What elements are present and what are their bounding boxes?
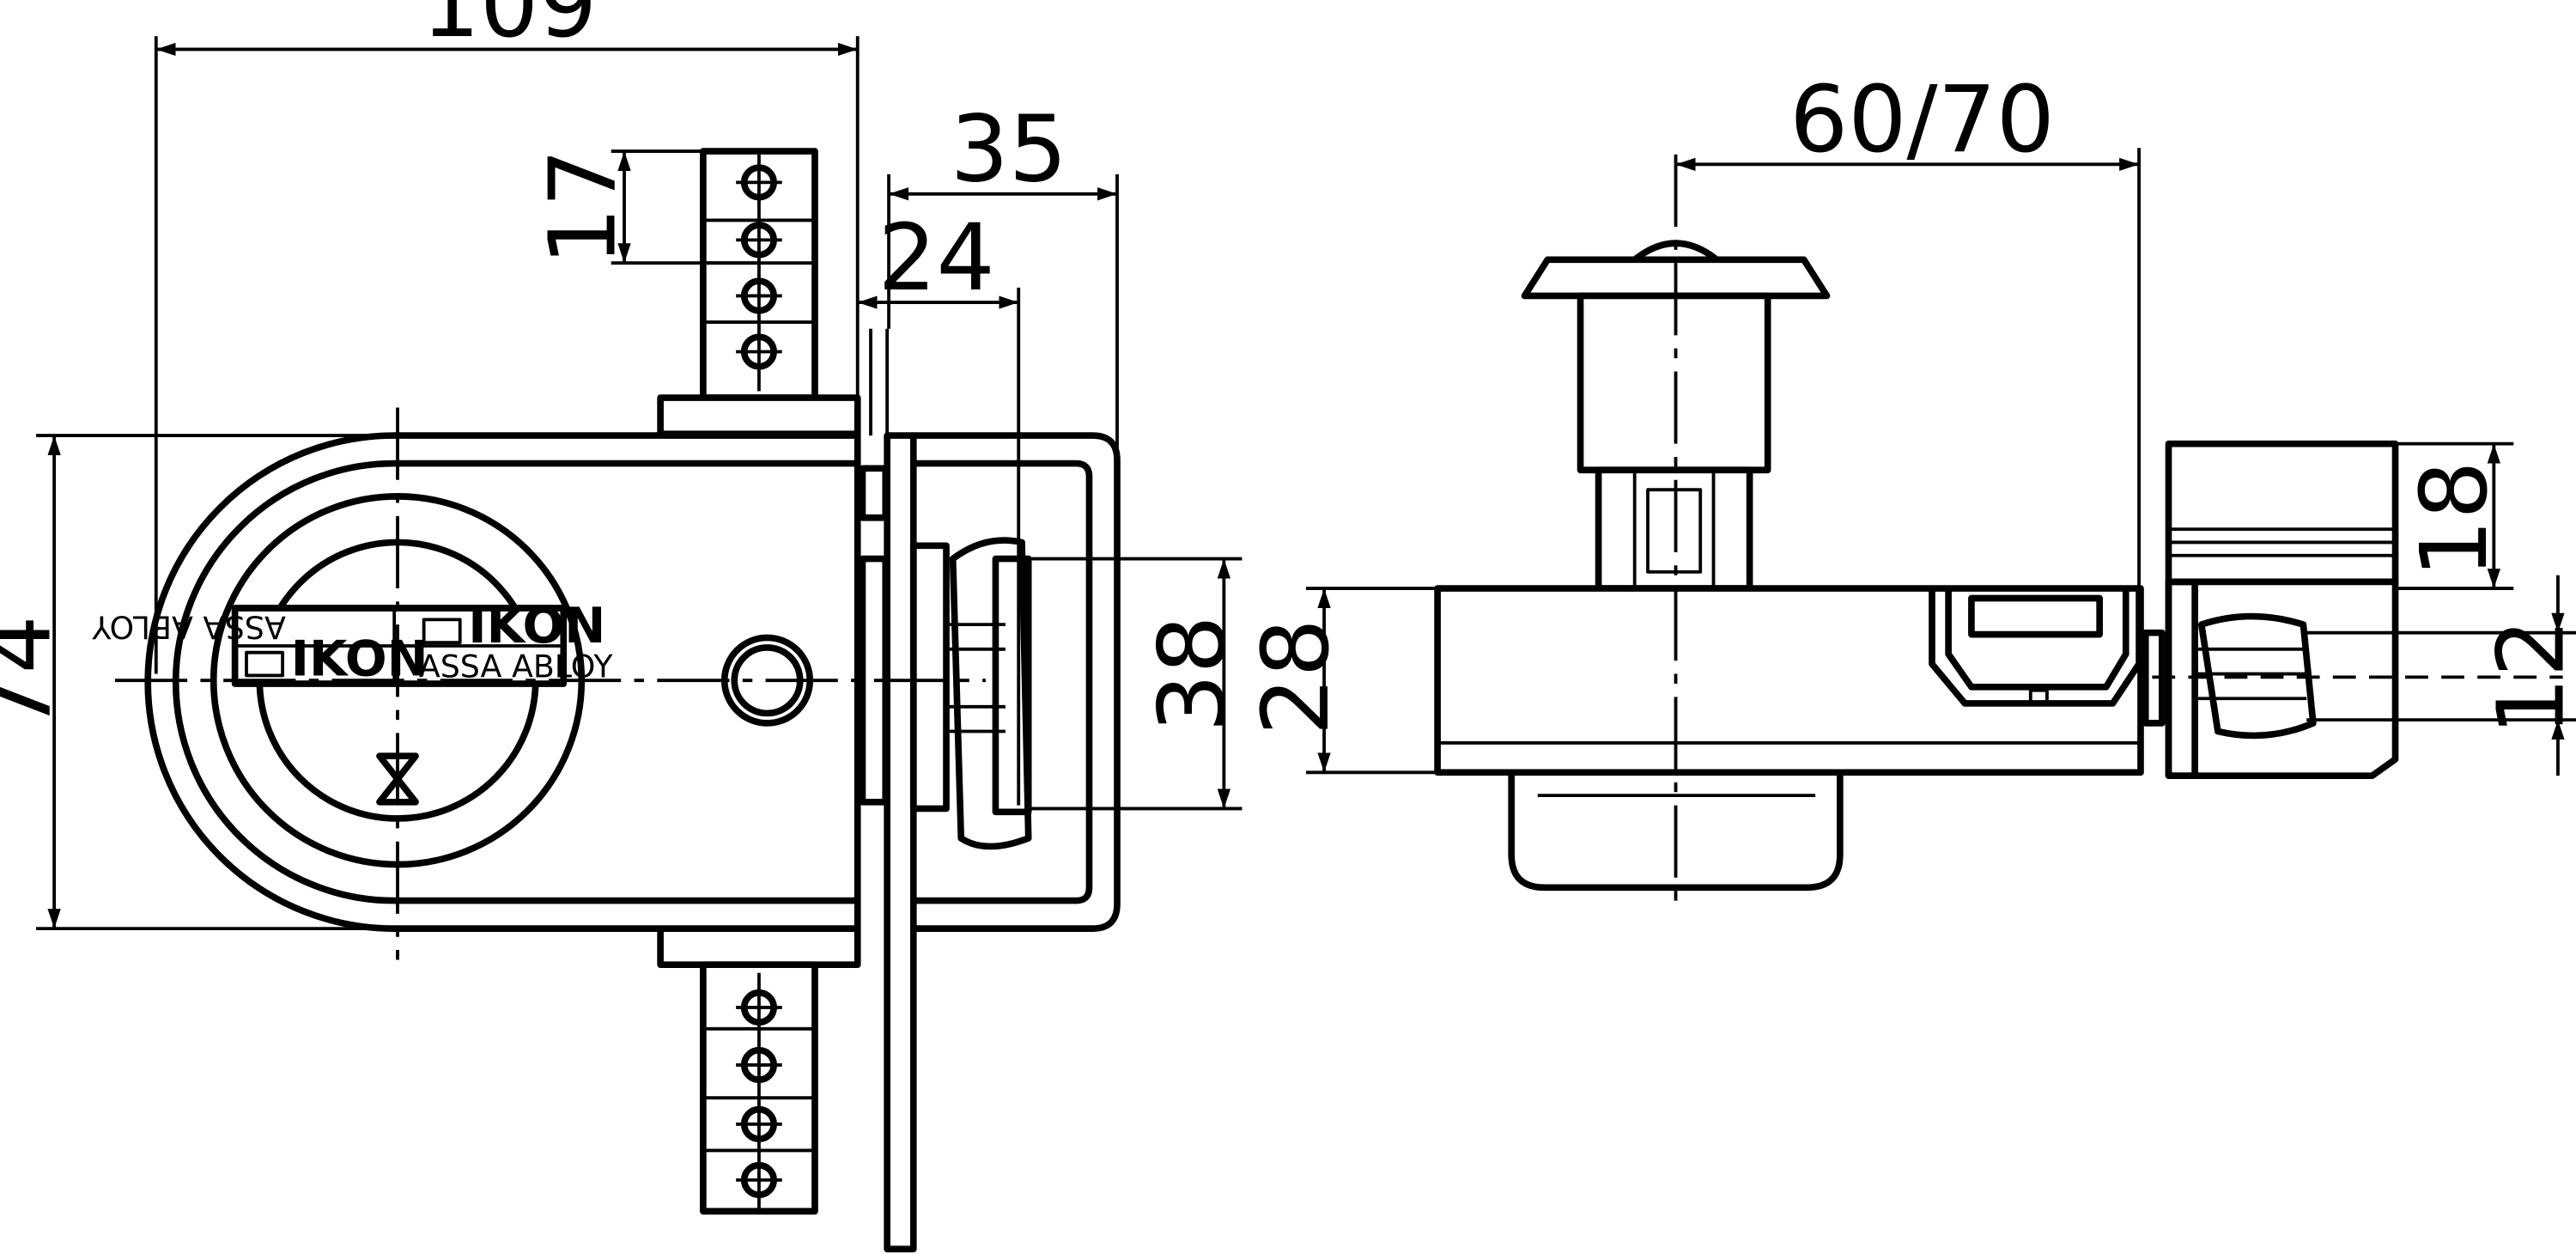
brand-text-right: IKON bbox=[468, 597, 605, 654]
dim-label-109: 109 bbox=[422, 0, 597, 58]
side-view: 60/70 28 18 12 bbox=[1243, 67, 2576, 904]
dim-24: 24 bbox=[857, 205, 1021, 806]
front-view: IKON IKON ASSA ABLOY ASSA ABLOY bbox=[0, 0, 1246, 1253]
dim-label-38: 38 bbox=[1139, 615, 1246, 732]
upper-mounting-plate bbox=[657, 148, 861, 437]
brand-text-left: IKON bbox=[291, 630, 428, 687]
dim-label-35: 35 bbox=[951, 96, 1067, 203]
dim-label-17: 17 bbox=[531, 149, 637, 265]
dim-label-28: 28 bbox=[1243, 618, 1350, 735]
dim-74: 74 bbox=[0, 434, 395, 931]
dim-label-12: 12 bbox=[2479, 618, 2576, 735]
dim-28: 28 bbox=[1243, 587, 1438, 775]
dim-12: 12 bbox=[2306, 575, 2576, 776]
lower-mounting-plate bbox=[657, 925, 861, 1215]
dim-label-60-70: 60/70 bbox=[1789, 67, 2055, 173]
keeper-side bbox=[2142, 440, 2399, 779]
dim-label-74: 74 bbox=[0, 615, 71, 732]
dim-109: 109 bbox=[154, 0, 860, 674]
dim-35: 35 bbox=[887, 96, 1119, 453]
side-body bbox=[1434, 585, 2144, 776]
dim-label-24: 24 bbox=[878, 205, 994, 312]
maker-text: ASSA ABLOY bbox=[419, 648, 613, 685]
dim-17: 17 bbox=[531, 149, 756, 265]
door-frame bbox=[859, 328, 917, 1253]
dim-38: 38 bbox=[1028, 557, 1246, 811]
cylinder-brand-label: IKON IKON ASSA ABLOY ASSA ABLOY bbox=[91, 597, 613, 687]
dim-60-70: 60/70 bbox=[1675, 67, 2141, 589]
dim-18: 18 bbox=[2395, 441, 2514, 590]
dim-label-18: 18 bbox=[2402, 461, 2508, 578]
maker-text-inverted: ASSA ABLOY bbox=[91, 609, 285, 646]
keeper-box bbox=[909, 432, 1121, 932]
